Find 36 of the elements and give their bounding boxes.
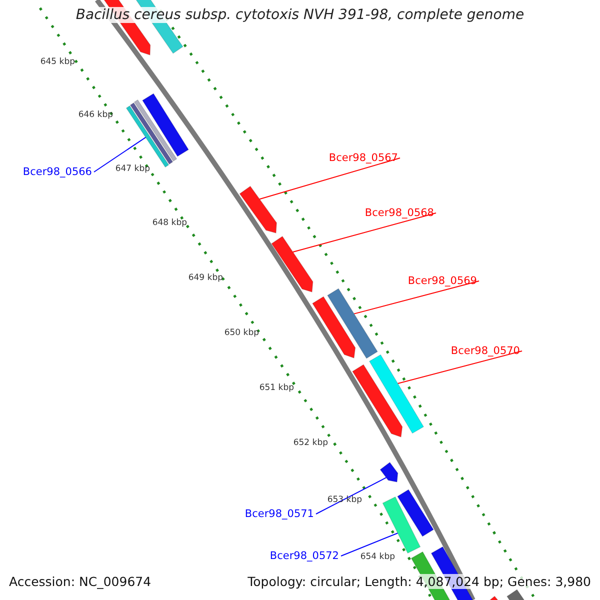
tick-label: 645 kbp [40, 57, 75, 67]
leader-line [316, 477, 387, 514]
gene-feature-bar [352, 364, 403, 438]
gene-label: Bcer98_0567 [328, 152, 398, 164]
leader-line [354, 280, 480, 314]
footer-text: Topology: circular; Length: 4,087,024 bp; Genes: 3,980 [248, 574, 591, 589]
tick-label: 648 kbp [152, 218, 187, 228]
gene-label: Bcer98_0569 [408, 275, 477, 287]
gene-label: Bcer98_0571 [244, 508, 314, 520]
leader-line [292, 212, 436, 252]
tick-label: 652 kbp [293, 438, 328, 448]
gene-feature-bar [312, 296, 356, 358]
gene-label: Bcer98_0570 [450, 345, 520, 357]
tick-label: 653 kbp [327, 495, 362, 505]
tick-label: 649 kbp [188, 273, 223, 283]
leader-line [94, 136, 147, 172]
leader-line [340, 532, 398, 556]
tick-label: 654 kbp [360, 552, 395, 562]
leader-line [397, 350, 522, 384]
tick-label: 647 kbp [115, 164, 150, 174]
tick-label: 650 kbp [224, 328, 259, 338]
gene-feature-bar [397, 489, 434, 537]
leader-line [259, 158, 400, 200]
gene-feature-bar [382, 496, 421, 554]
gene-label: Bcer98_0566 [22, 166, 92, 178]
tick-label: 646 kbp [78, 110, 113, 120]
gene-label: Bcer98_0572 [270, 550, 339, 562]
gene-feature-bar [271, 236, 314, 292]
gene-feature-bar [380, 462, 398, 482]
gene-feature-bar [239, 186, 277, 234]
footer-text: Accession: NC_009674 [9, 574, 152, 589]
gene-label: Bcer98_0568 [364, 207, 434, 219]
gene-feature-bar [142, 93, 189, 157]
gene-feature-bar [327, 288, 378, 359]
gene-feature-bar [368, 354, 424, 434]
tick-label: 651 kbp [259, 383, 294, 393]
